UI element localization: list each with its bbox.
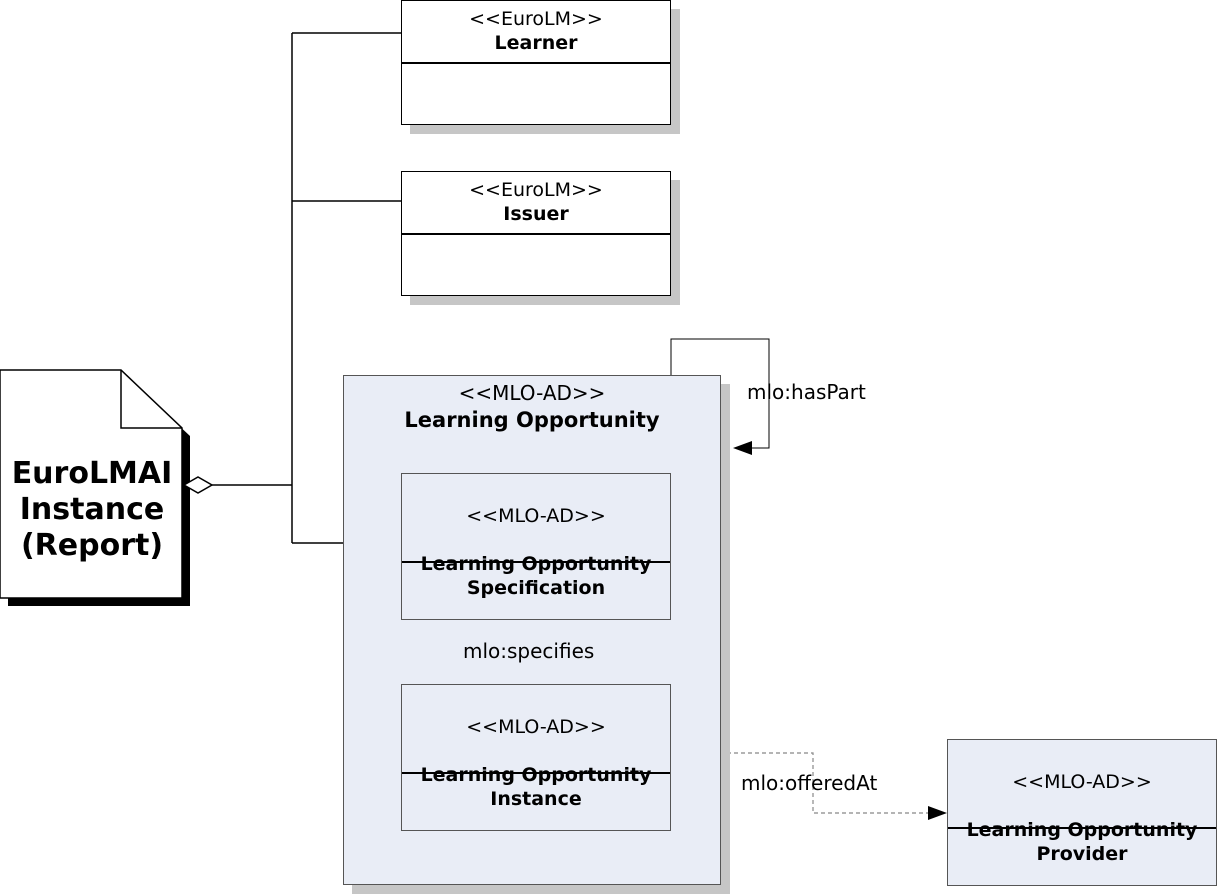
issuer-header: <<EuroLM>> Issuer <box>402 172 670 235</box>
lo-instance-name: Learning Opportunity Instance <box>420 764 652 810</box>
lo-provider-class[interactable]: <<MLO-AD>> Learning Opportunity Provider <box>947 739 1217 886</box>
learning-opportunity-stereotype: <<MLO-AD>> <box>458 381 606 405</box>
learner-stereotype: <<EuroLM>> <box>469 8 603 30</box>
offered-at-label: mlo:offeredAt <box>741 771 878 795</box>
has-part-label: mlo:hasPart <box>747 380 866 404</box>
report-document-fold <box>120 370 182 429</box>
report-document-icon <box>0 369 183 599</box>
has-part-arrowhead <box>733 441 752 455</box>
learner-name: Learner <box>494 32 578 54</box>
lo-specification-stereotype: <<MLO-AD>> <box>466 505 606 527</box>
report-title: EuroLMAI Instance (Report) <box>11 456 173 563</box>
lo-specification-header: <<MLO-AD>> Learning Opportunity Specific… <box>402 474 670 599</box>
lo-specification-class[interactable]: <<MLO-AD>> Learning Opportunity Specific… <box>401 473 671 620</box>
offered-at-arrowhead <box>928 806 947 820</box>
lo-specification-name: Learning Opportunity Specification <box>420 553 652 599</box>
learning-opportunity-header: <<MLO-AD>> Learning Opportunity <box>344 376 720 434</box>
issuer-stereotype: <<EuroLM>> <box>469 179 603 201</box>
issuer-name: Issuer <box>503 203 569 225</box>
learner-class[interactable]: <<EuroLM>> Learner <box>401 0 671 125</box>
lo-provider-name: Learning Opportunity Provider <box>966 819 1198 865</box>
lo-instance-header: <<MLO-AD>> Learning Opportunity Instance <box>402 685 670 810</box>
offered-at-line <box>671 752 928 814</box>
lo-instance-class[interactable]: <<MLO-AD>> Learning Opportunity Instance <box>401 684 671 831</box>
lo-provider-header: <<MLO-AD>> Learning Opportunity Provider <box>948 740 1216 865</box>
issuer-class[interactable]: <<EuroLM>> Issuer <box>401 171 671 296</box>
specifies-label: mlo:specifies <box>463 639 595 663</box>
learning-opportunity-name: Learning Opportunity <box>404 408 660 432</box>
lo-instance-stereotype: <<MLO-AD>> <box>466 716 606 738</box>
lo-provider-stereotype: <<MLO-AD>> <box>1012 771 1152 793</box>
learner-header: <<EuroLM>> Learner <box>402 1 670 64</box>
has-part-loop <box>670 338 770 449</box>
